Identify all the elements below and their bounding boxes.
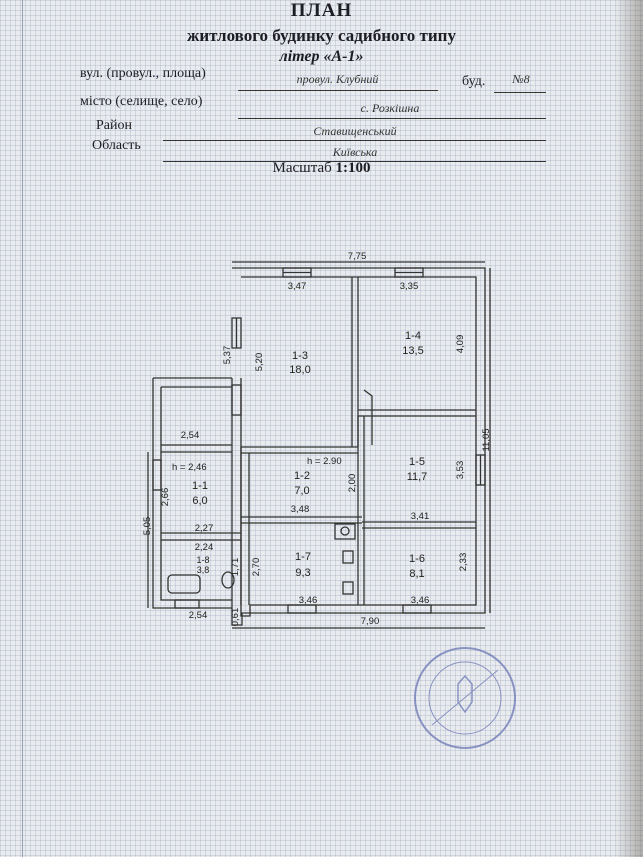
door-1-4	[363, 389, 373, 445]
scale-line: Масштаб 1:100	[0, 160, 643, 177]
dim-top-total: 7,75	[348, 251, 367, 262]
region-value: Київська	[332, 145, 378, 159]
page-edge-shadow	[615, 0, 643, 857]
dim-2-27: 2,27	[195, 523, 214, 534]
wall-1-1-bottom	[161, 532, 241, 541]
annex-wall	[152, 377, 232, 609]
dim-top-1-4: 3,35	[400, 281, 419, 292]
document-title: ПЛАН	[290, 0, 353, 21]
stove-icon	[334, 523, 356, 540]
wall-1-3-bottom	[241, 446, 358, 454]
wall-center	[357, 416, 365, 605]
building-underline	[494, 92, 546, 93]
dim-bottom-total: 7,90	[361, 616, 380, 627]
dim-inner-1-3: 5,20	[254, 353, 265, 372]
room-1-8-id: 1-8	[196, 555, 209, 565]
wall-1-4-bottom	[358, 409, 476, 417]
room-1-6-area: 8,1	[409, 568, 424, 580]
wall-1-5-bottom	[362, 521, 476, 529]
margin-line	[22, 0, 23, 857]
window-1-1	[152, 459, 162, 491]
dim-bottom-1-6: 3,46	[411, 595, 430, 606]
outer-wall	[231, 267, 486, 626]
liter-label: літер «А-1»	[279, 48, 364, 65]
city-value: с. Розкішна	[360, 101, 420, 115]
room-1-7-area: 9,3	[295, 567, 310, 579]
room-1-3-area: 18,0	[289, 364, 310, 376]
wall-annex-top	[161, 444, 232, 453]
wall-1-2-bottom	[241, 516, 362, 524]
city-label: місто (селище, село)	[80, 94, 203, 109]
dim-2-24: 2,24	[195, 542, 214, 553]
dim-3-53: 3,53	[455, 461, 466, 480]
document-subtitle: житлового будинку садибного типу	[187, 26, 456, 45]
room-1-2-id: 1-2	[294, 470, 310, 482]
dim-1-1-height: 2,66	[160, 488, 171, 507]
window-1-7	[287, 604, 317, 614]
appliance-icon	[342, 581, 354, 595]
street-underline	[238, 90, 438, 91]
dim-2-00: 2,00	[347, 474, 358, 493]
room-1-8-area: 3,8	[197, 565, 210, 575]
toilet-icon	[221, 571, 235, 589]
dim-left-upper: 5,37	[222, 346, 233, 365]
region-underline	[163, 161, 546, 162]
room-1-1-id: 1-1	[192, 480, 208, 492]
wall-left-inner	[240, 447, 250, 605]
outer-wall-inner	[240, 276, 477, 617]
room-1-2-area: 7,0	[294, 485, 309, 497]
street-label: вул. (провул., площа)	[80, 66, 206, 81]
scale-value: 1:100	[335, 160, 371, 176]
room-1-1-area: 6,0	[192, 495, 207, 507]
city-underline	[238, 118, 546, 119]
dim-ext-bottom: 2,54	[189, 610, 208, 621]
dim-ext-top: 2,54	[181, 430, 200, 441]
dim-bottom-1-7: 3,46	[299, 595, 318, 606]
dim-3-41: 3,41	[411, 511, 430, 522]
room-1-4-id: 1-4	[405, 330, 421, 342]
dim-1-71: 1,71	[230, 558, 241, 577]
building-label: буд.	[462, 74, 486, 89]
window-1-3-left2	[231, 384, 242, 416]
dim-3-48: 3,48	[291, 504, 310, 515]
street-value: провул. Клубний	[296, 72, 379, 86]
dim-ext-left: 5,05	[142, 517, 153, 536]
bathtub-icon	[167, 574, 201, 594]
room-1-5-id: 1-5	[409, 456, 425, 468]
dim-2-33: 2,33	[458, 553, 469, 572]
wall-1-3-right	[351, 277, 359, 447]
room-1-7-id: 1-7	[295, 551, 311, 563]
room-1-6-id: 1-6	[409, 553, 425, 565]
district-underline	[163, 140, 546, 141]
region-label: Область	[92, 138, 141, 153]
window-1-8	[174, 599, 200, 609]
dim-top-1-3: 3,47	[288, 281, 307, 292]
official-stamp-icon	[414, 647, 516, 749]
dim-2-70: 2,70	[251, 558, 262, 577]
height-1-2: h = 2.90	[307, 456, 342, 467]
district-label: Район	[96, 118, 132, 133]
height-1-1: h = 2,46	[172, 462, 207, 473]
room-1-5-area: 11,7	[407, 471, 428, 483]
room-1-4-area: 13,5	[402, 345, 423, 357]
sink-icon	[342, 550, 354, 564]
dim-right-total: 11,05	[481, 428, 492, 451]
dim-inner-1-4: 4,09	[455, 335, 466, 354]
room-1-3-id: 1-3	[292, 350, 308, 362]
dim-0-61: 0,61	[230, 608, 241, 627]
district-value: Ставищенський	[313, 124, 397, 138]
building-value: №8	[512, 72, 530, 86]
window-1-6	[402, 604, 432, 614]
scale-label: Масштаб	[272, 160, 332, 176]
